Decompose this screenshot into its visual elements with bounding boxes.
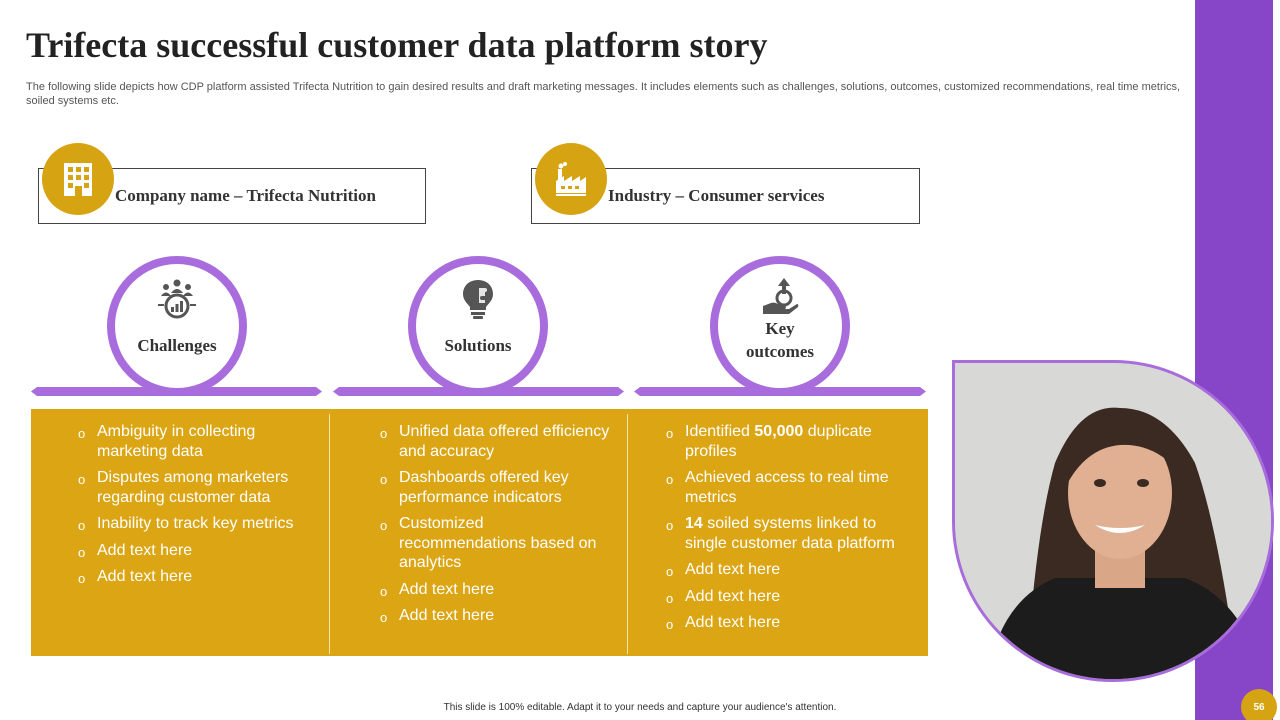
challenges-ring: Challenges xyxy=(107,256,247,396)
footer-note: This slide is 100% editable. Adapt it to… xyxy=(443,702,837,713)
list-item: Dashboards offered key performance indic… xyxy=(380,468,610,507)
outcomes-heading: Key outcomes xyxy=(718,317,842,363)
solutions-list: Unified data offered efficiency and accu… xyxy=(380,422,610,633)
list-item: Add text here xyxy=(78,541,313,562)
industry-label: Industry – Consumer services xyxy=(608,186,825,205)
list-item: Add text here xyxy=(666,613,906,634)
solutions-ring: Solutions xyxy=(408,256,548,396)
challenges-list: Ambiguity in collecting marketing data D… xyxy=(78,422,313,594)
solutions-heading: Solutions xyxy=(444,336,512,355)
outcomes-ring: Key outcomes xyxy=(710,256,850,396)
list-item: Achieved access to real time metrics xyxy=(666,468,906,507)
outcomes-heading-line1: Key xyxy=(765,319,795,338)
list-item: Add text here xyxy=(78,567,313,588)
challenges-heading: Challenges xyxy=(137,336,217,355)
outcomes-heading-line2: outcomes xyxy=(746,342,814,361)
building-icon xyxy=(42,143,114,215)
slide-subtitle: The following slide depicts how CDP plat… xyxy=(26,81,1181,107)
list-item: Identified 50,000 duplicate profiles xyxy=(666,422,906,461)
page-number: 56 xyxy=(1241,689,1277,720)
list-item: Add text here xyxy=(666,560,906,581)
list-item: 14 soiled systems linked to single custo… xyxy=(666,514,906,553)
list-item: Add text here xyxy=(380,606,610,627)
list-item: Add text here xyxy=(666,587,906,608)
person-photo xyxy=(952,360,1274,682)
column-divider xyxy=(329,414,330,654)
growth-hand-icon xyxy=(763,278,799,314)
list-item: Ambiguity in collecting marketing data xyxy=(78,422,313,461)
team-analytics-icon xyxy=(158,279,196,319)
column-divider xyxy=(627,414,628,654)
list-item: Add text here xyxy=(380,580,610,601)
lightbulb-puzzle-icon xyxy=(463,280,493,319)
list-item: Unified data offered efficiency and accu… xyxy=(380,422,610,461)
list-item: Disputes among marketers regarding custo… xyxy=(78,468,313,507)
list-item: Inability to track key metrics xyxy=(78,514,313,535)
outcomes-list: Identified 50,000 duplicate profiles Ach… xyxy=(666,422,906,640)
slide-title: Trifecta successful customer data platfo… xyxy=(26,25,768,65)
factory-icon xyxy=(535,143,607,215)
company-label: Company name – Trifecta Nutrition xyxy=(115,186,376,205)
list-item: Customized recommendations based on anal… xyxy=(380,514,610,573)
